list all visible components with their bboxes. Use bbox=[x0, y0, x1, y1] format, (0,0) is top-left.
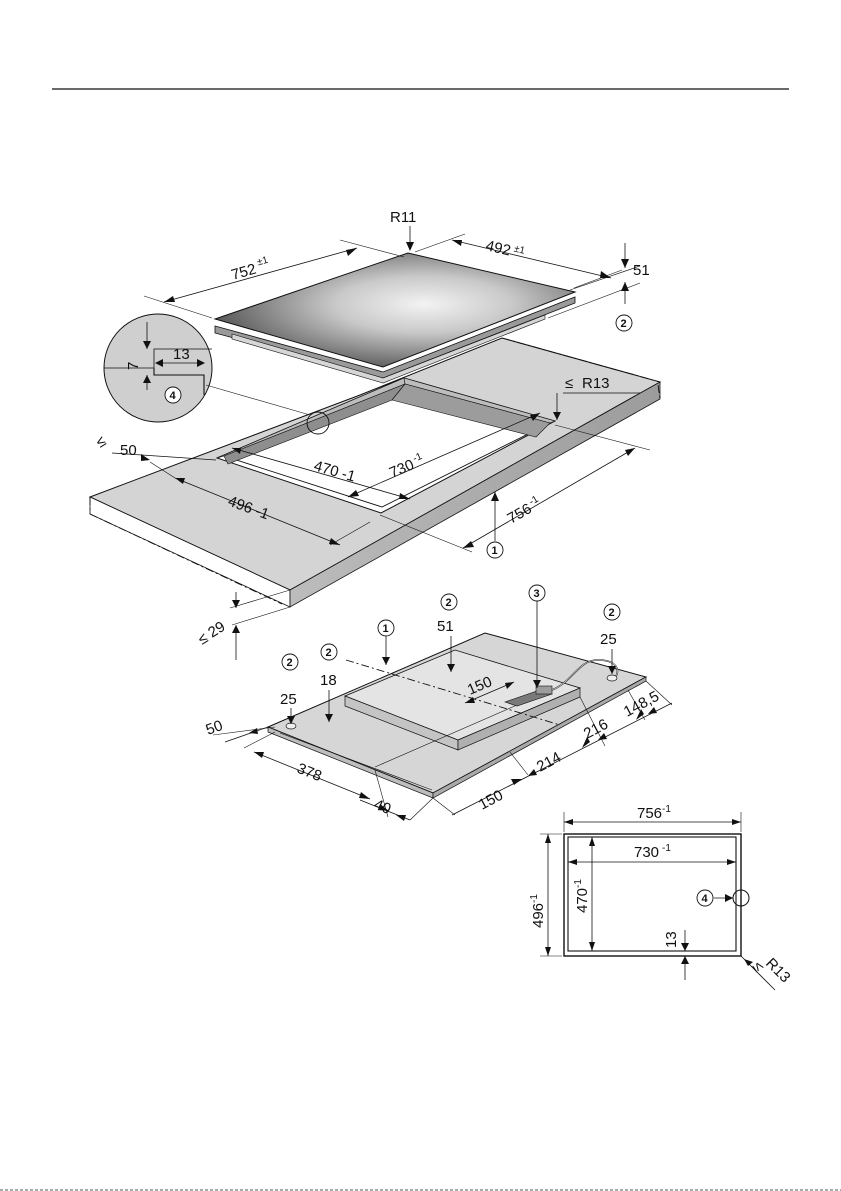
detail-width-label: 13 bbox=[173, 346, 190, 363]
hob-radius-label: R11 bbox=[390, 209, 416, 226]
worktop-marker: 1 bbox=[492, 545, 498, 557]
svg-text:752±1: 752±1 bbox=[229, 255, 272, 284]
detail-marker: 4 bbox=[170, 390, 177, 402]
underside-dim-214: 214 bbox=[534, 749, 564, 776]
detail-depth-label: 7 bbox=[125, 362, 142, 370]
svg-text:470-1: 470-1 bbox=[312, 458, 357, 486]
hob-width-tolerance: ±1 bbox=[256, 255, 270, 269]
plan-depth-outer: 496 bbox=[530, 903, 547, 928]
underside-dim-378: 378 bbox=[295, 760, 325, 785]
worktop-radius-prefix: ≤ bbox=[565, 375, 573, 392]
underside-dim-40: 40 bbox=[372, 796, 394, 818]
underside-foot-right: 25 bbox=[600, 631, 617, 648]
plan-marker: 4 bbox=[702, 893, 709, 905]
cutout-inner-depth-tol: -1 bbox=[340, 466, 358, 486]
hob-height-marker: 2 bbox=[621, 318, 627, 330]
worktop-min-edge-prefix: ≤ bbox=[93, 433, 109, 452]
svg-text:756-1: 756-1 bbox=[637, 804, 671, 822]
hob-width-label: 752 bbox=[229, 261, 258, 284]
cutout-inner-depth-label: 470 bbox=[312, 458, 341, 481]
cutout-inner-width-label: 730 bbox=[387, 456, 417, 481]
worktop-radius-label: R13 bbox=[582, 375, 610, 392]
plan-width-inner-tol: -1 bbox=[662, 843, 671, 854]
plan-depth-outer-tol: -1 bbox=[529, 894, 540, 903]
underside-left-offset: 50 bbox=[204, 717, 225, 739]
plan-depth-inner: 470 bbox=[574, 888, 591, 913]
underside-foot-left: 25 bbox=[280, 691, 297, 708]
underside-height-front: 18 bbox=[320, 672, 337, 689]
svg-text:492±1: 492±1 bbox=[484, 237, 526, 262]
underside-marker-2a: 2 bbox=[446, 597, 452, 609]
underside-marker-2d: 2 bbox=[287, 657, 293, 669]
worktop-thickness-label: 29 bbox=[205, 618, 228, 641]
plan-width-inner: 730 bbox=[634, 844, 659, 861]
plan-width-outer-tol: -1 bbox=[662, 804, 671, 815]
underside-marker-1: 1 bbox=[383, 623, 389, 635]
hob-depth-label: 492 bbox=[484, 237, 512, 259]
svg-text:730-1: 730-1 bbox=[387, 451, 428, 482]
svg-text:756-1: 756-1 bbox=[504, 494, 544, 528]
cutout-plan-view: 756-1 730-1 496-1 470-1 13 bbox=[529, 804, 794, 990]
cutout-inner-width-tol: -1 bbox=[411, 451, 424, 465]
cutout-outer-width-tol: -1 bbox=[527, 494, 541, 508]
svg-text:496-1: 496-1 bbox=[529, 894, 547, 928]
plan-frame-width: 13 bbox=[663, 931, 680, 948]
hob-height-label: 51 bbox=[633, 262, 650, 279]
plan-width-outer: 756 bbox=[637, 805, 662, 822]
underside-dim-150-side: 150 bbox=[476, 787, 506, 814]
underside-height-back: 51 bbox=[437, 618, 454, 635]
plan-depth-inner-tol: -1 bbox=[573, 879, 584, 888]
underside-marker-2b: 2 bbox=[609, 607, 615, 619]
worktop-min-edge-label: 50 bbox=[120, 442, 137, 459]
underside-marker-2c: 2 bbox=[326, 647, 332, 659]
underside-marker-3: 3 bbox=[534, 588, 540, 600]
